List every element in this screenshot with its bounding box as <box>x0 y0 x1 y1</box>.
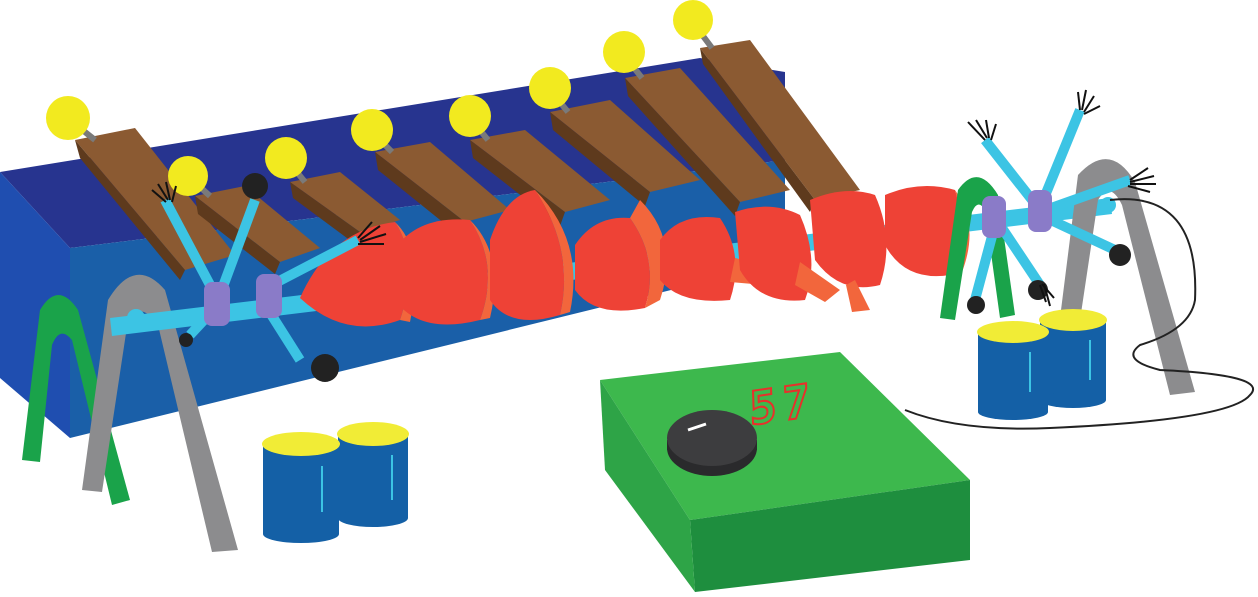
brush-tip <box>1127 167 1156 193</box>
control-box: 57 <box>600 352 970 592</box>
cam-7 <box>810 191 887 312</box>
collar <box>982 196 1006 238</box>
mallet-head <box>168 156 208 196</box>
brush-tip <box>1039 283 1055 307</box>
mallet-2 <box>168 156 213 199</box>
left-drums <box>262 422 409 543</box>
drum-head <box>262 432 340 456</box>
mallet-1 <box>46 96 97 143</box>
brush-tip <box>357 221 387 245</box>
collar <box>1028 190 1052 232</box>
spoke-ball <box>1109 244 1131 266</box>
brush-tip <box>967 119 997 141</box>
control-box-top <box>600 352 970 520</box>
mallet-head <box>351 109 393 151</box>
mallet-4 <box>351 109 395 155</box>
right-spoke-wheel <box>967 89 1156 314</box>
key-4 <box>375 142 510 236</box>
spoke-ball <box>311 354 339 382</box>
left-gray-stand <box>82 274 238 552</box>
mallet-6 <box>529 67 571 114</box>
right-drums <box>977 309 1107 420</box>
drum-left-back <box>337 422 409 527</box>
mallet-head <box>603 31 645 73</box>
mallet-head <box>529 67 571 109</box>
key-1 <box>75 128 235 280</box>
drum-head <box>977 321 1049 343</box>
box-left-side <box>0 172 70 438</box>
drum-left-front <box>262 432 340 543</box>
spoke-ball <box>967 296 985 314</box>
brush-tip <box>1077 89 1101 115</box>
spoke-ball <box>242 173 268 199</box>
drum-right-front <box>977 321 1049 420</box>
mallet-head <box>265 137 307 179</box>
seven-segment-display-icon: 57 <box>747 372 818 437</box>
mallet-head <box>673 0 713 40</box>
key-8 <box>700 40 860 212</box>
mallet-3 <box>265 137 308 184</box>
mallet-head <box>449 95 491 137</box>
cam-4 <box>575 200 667 311</box>
collar <box>204 282 230 326</box>
cams <box>300 186 970 327</box>
collar <box>256 274 282 318</box>
key-7 <box>625 68 790 216</box>
drum-right-back <box>1039 309 1107 408</box>
brush-tip <box>151 181 177 203</box>
drum-head <box>337 422 409 446</box>
spoke-ball <box>179 333 193 347</box>
left-spoke-wheel <box>151 173 387 382</box>
control-box-left <box>600 380 695 592</box>
mallet-head <box>46 96 90 140</box>
key-3 <box>290 172 400 244</box>
knob-indicator <box>687 422 707 432</box>
tempo-knob[interactable] <box>667 410 757 476</box>
tempo-knob-icon <box>667 410 757 466</box>
control-box-front <box>690 480 970 592</box>
mallet-7 <box>603 31 645 80</box>
mallet-5 <box>449 95 491 142</box>
cam-3 <box>490 190 574 320</box>
key-6 <box>550 100 700 206</box>
mallet-8 <box>673 0 715 50</box>
cam-6 <box>735 206 840 302</box>
mallets <box>46 0 715 199</box>
control-cable <box>904 198 1255 430</box>
bpm-readout: 57 <box>748 373 817 436</box>
right-axle-hub <box>1100 197 1116 213</box>
cam-2 <box>395 219 495 325</box>
drum-head <box>1039 309 1107 331</box>
